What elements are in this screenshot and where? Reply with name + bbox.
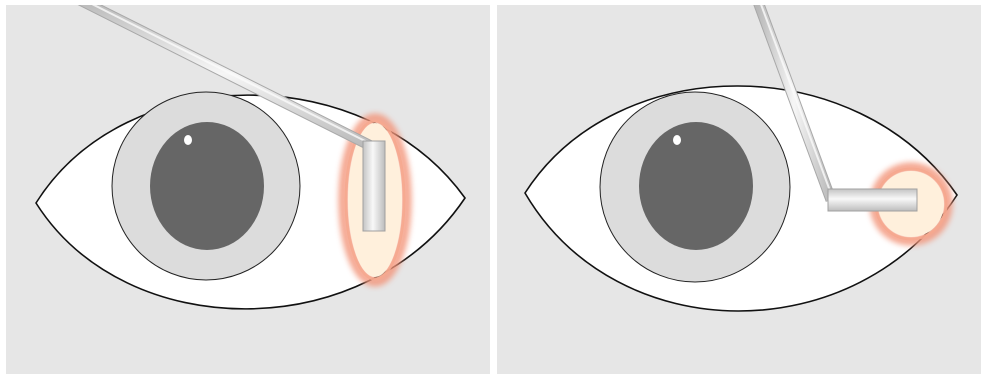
pupil-highlight bbox=[184, 135, 192, 145]
eye-diagram-right bbox=[497, 5, 981, 374]
pupil bbox=[639, 122, 753, 250]
panel-left bbox=[6, 5, 490, 374]
panel-right bbox=[497, 5, 981, 374]
pupil-highlight bbox=[673, 135, 681, 145]
pupil bbox=[150, 122, 264, 250]
probe-tip bbox=[828, 189, 917, 211]
probe-tip bbox=[363, 141, 385, 231]
eye-diagram-left bbox=[6, 5, 490, 374]
